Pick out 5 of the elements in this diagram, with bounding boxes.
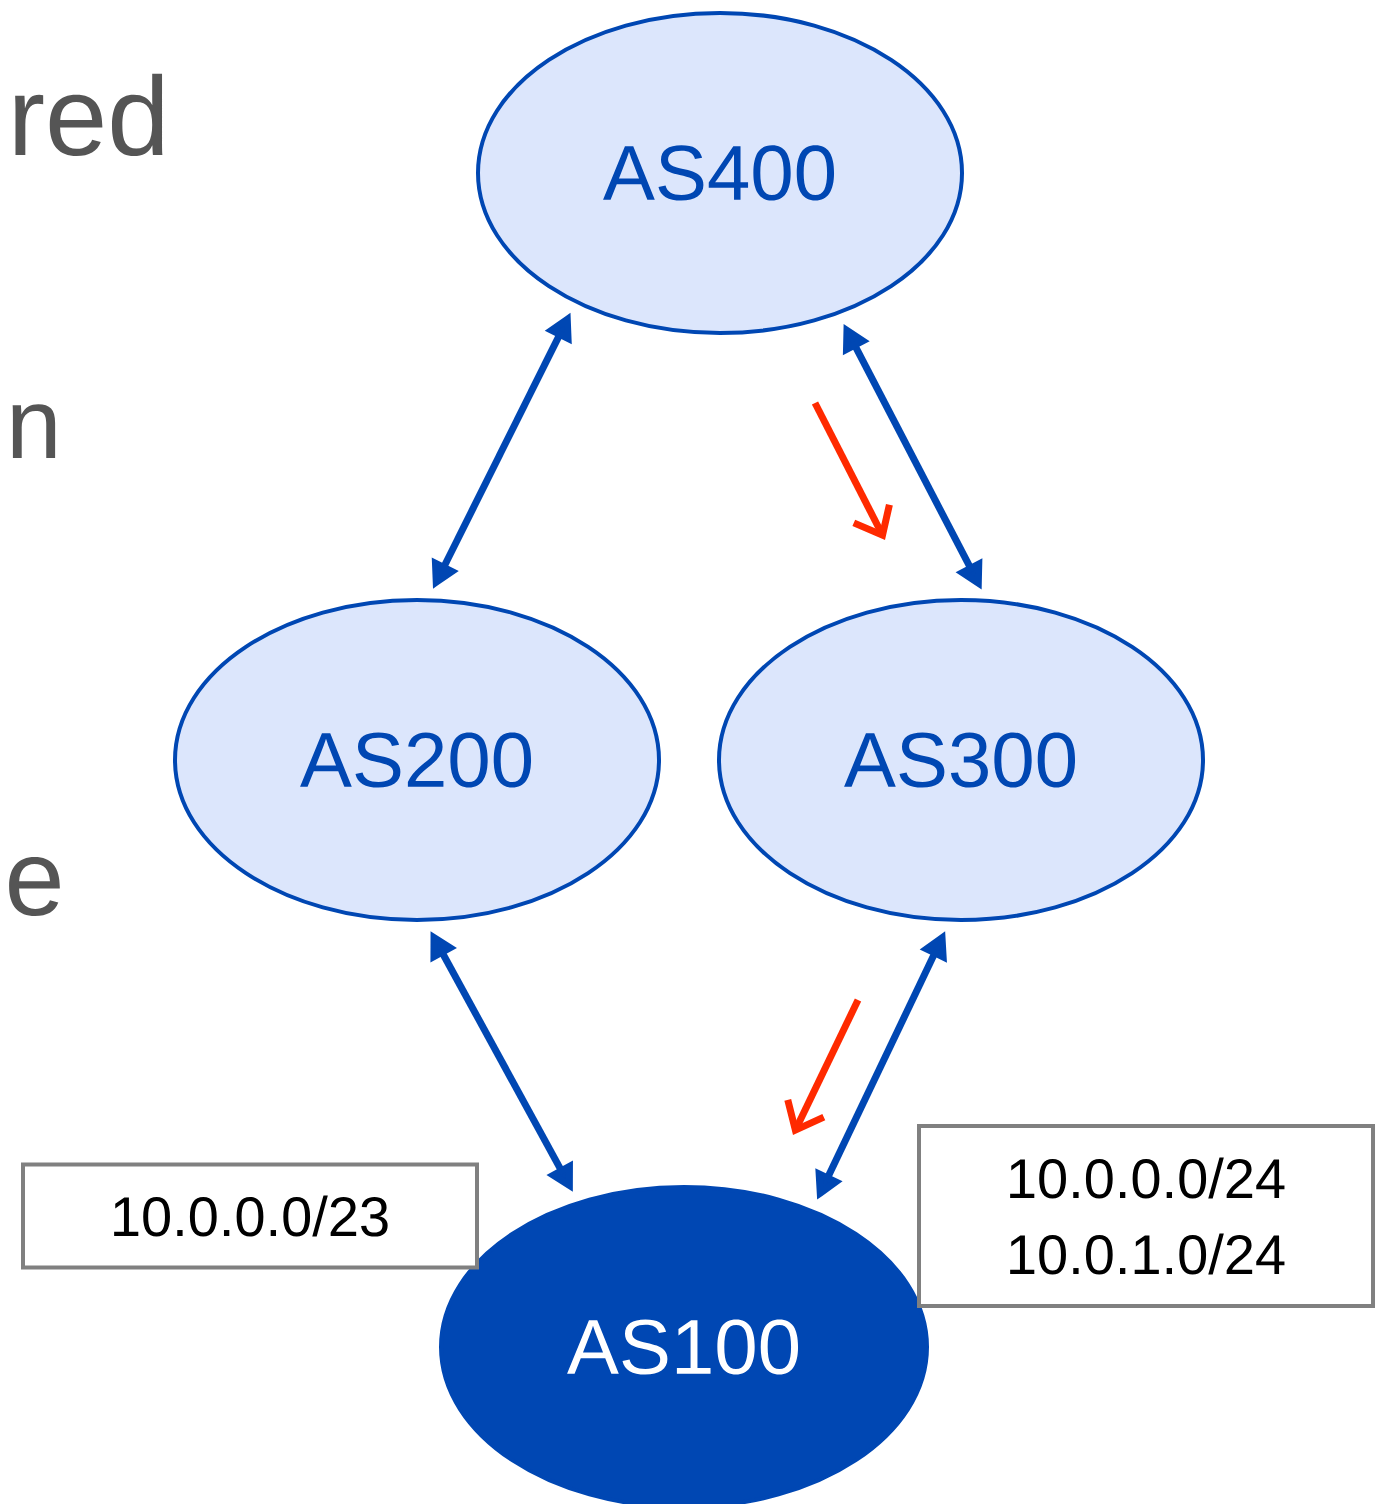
cut-off-text: red <box>15 73 163 157</box>
prefix-box: 10.0.0.0/23 <box>21 1162 479 1270</box>
prefix-box: 10.0.0.0/24 10.0.1.0/24 <box>917 1124 1375 1308</box>
cut-off-text: e <box>9 856 60 917</box>
cut-off-text: n <box>12 404 56 458</box>
